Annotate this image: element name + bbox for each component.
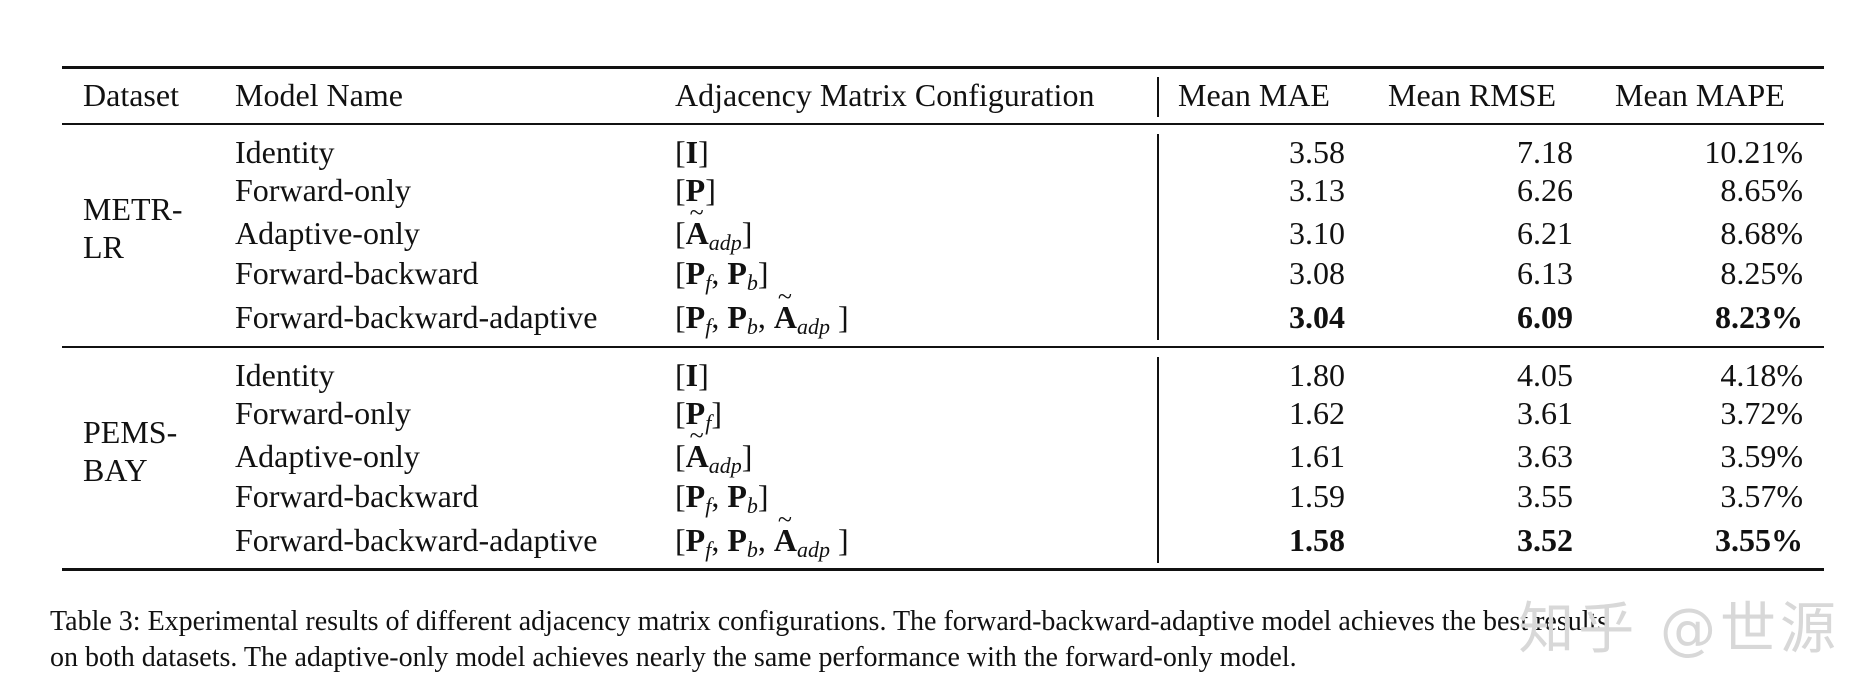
rmse-value: 4.05 bbox=[1517, 357, 1573, 393]
model-name: Forward-backward-adaptive bbox=[235, 299, 598, 335]
table-caption: Table 3: Experimental results of differe… bbox=[50, 604, 1840, 676]
model-name: Forward-backward bbox=[235, 255, 479, 291]
mape-value: 3.72% bbox=[1720, 395, 1803, 431]
column-divider bbox=[1157, 134, 1159, 340]
adjacency-config: [Aadp] bbox=[675, 416, 752, 477]
group-separator-rule bbox=[62, 346, 1824, 348]
watermark: 知乎 @世源 bbox=[1518, 597, 1840, 662]
rmse-value: 3.61 bbox=[1517, 395, 1573, 431]
caption-line: Table 3: Experimental results of differe… bbox=[50, 606, 1609, 637]
mae-value: 1.61 bbox=[1289, 438, 1345, 474]
header-rule bbox=[62, 123, 1824, 125]
mape-value: 3.57% bbox=[1720, 478, 1803, 514]
model-name: Forward-backward bbox=[235, 478, 479, 514]
adjacency-config: [I] bbox=[675, 357, 709, 393]
table-top-rule bbox=[62, 66, 1824, 69]
mape-value: 8.25% bbox=[1720, 255, 1803, 291]
model-name: Adaptive-only bbox=[235, 215, 420, 251]
mape-value: 3.59% bbox=[1720, 438, 1803, 474]
caption-line: on both datasets. The adaptive-only mode… bbox=[50, 642, 1297, 673]
header-dataset: Dataset bbox=[83, 77, 179, 113]
mape-value: 8.65% bbox=[1720, 172, 1803, 208]
adjacency-config: [Pf, Pb] bbox=[675, 255, 769, 295]
mae-value: 1.80 bbox=[1289, 357, 1345, 393]
mae-value: 1.58 bbox=[1289, 522, 1345, 558]
mae-value: 3.58 bbox=[1289, 134, 1345, 170]
column-divider bbox=[1157, 77, 1159, 117]
adjacency-config: [I] bbox=[675, 134, 709, 170]
rmse-value: 3.55 bbox=[1517, 478, 1573, 514]
adjacency-config: [Pf, Pb, Aadp ] bbox=[675, 500, 849, 561]
mae-value: 1.62 bbox=[1289, 395, 1345, 431]
model-name: Forward-backward-adaptive bbox=[235, 522, 598, 558]
header-model-name: Model Name bbox=[235, 77, 403, 113]
dataset-label: METR- LR bbox=[83, 191, 183, 265]
mae-value: 3.08 bbox=[1289, 255, 1345, 291]
dataset-label: PEMS- BAY bbox=[83, 414, 178, 488]
mae-value: 3.13 bbox=[1289, 172, 1345, 208]
mae-value: 3.04 bbox=[1289, 299, 1345, 335]
rmse-value: 6.21 bbox=[1517, 215, 1573, 251]
rmse-value: 3.63 bbox=[1517, 438, 1573, 474]
mape-value: 8.23% bbox=[1715, 299, 1803, 335]
rmse-value: 6.13 bbox=[1517, 255, 1573, 291]
mape-value: 4.18% bbox=[1720, 357, 1803, 393]
model-name: Identity bbox=[235, 134, 335, 170]
rmse-value: 6.26 bbox=[1517, 172, 1573, 208]
rmse-value: 6.09 bbox=[1517, 299, 1573, 335]
mae-value: 3.10 bbox=[1289, 215, 1345, 251]
header-mean-mae: Mean MAE bbox=[1178, 77, 1330, 113]
adjacency-config: [Pf, Pb] bbox=[675, 478, 769, 518]
mape-value: 10.21% bbox=[1704, 134, 1803, 170]
mae-value: 1.59 bbox=[1289, 478, 1345, 514]
rmse-value: 3.52 bbox=[1517, 522, 1573, 558]
rmse-value: 7.18 bbox=[1517, 134, 1573, 170]
column-divider bbox=[1157, 357, 1159, 563]
table-bottom-rule bbox=[62, 568, 1824, 571]
adjacency-config: [Aadp] bbox=[675, 193, 752, 254]
mape-value: 3.55% bbox=[1715, 522, 1803, 558]
header-mean-mape: Mean MAPE bbox=[1615, 77, 1785, 113]
model-name: Forward-only bbox=[235, 172, 411, 208]
model-name: Identity bbox=[235, 357, 335, 393]
header-mean-rmse: Mean RMSE bbox=[1388, 77, 1556, 113]
model-name: Forward-only bbox=[235, 395, 411, 431]
header-adjacency: Adjacency Matrix Configuration bbox=[675, 77, 1095, 113]
mape-value: 8.68% bbox=[1720, 215, 1803, 251]
model-name: Adaptive-only bbox=[235, 438, 420, 474]
adjacency-config: [Pf, Pb, Aadp ] bbox=[675, 277, 849, 338]
